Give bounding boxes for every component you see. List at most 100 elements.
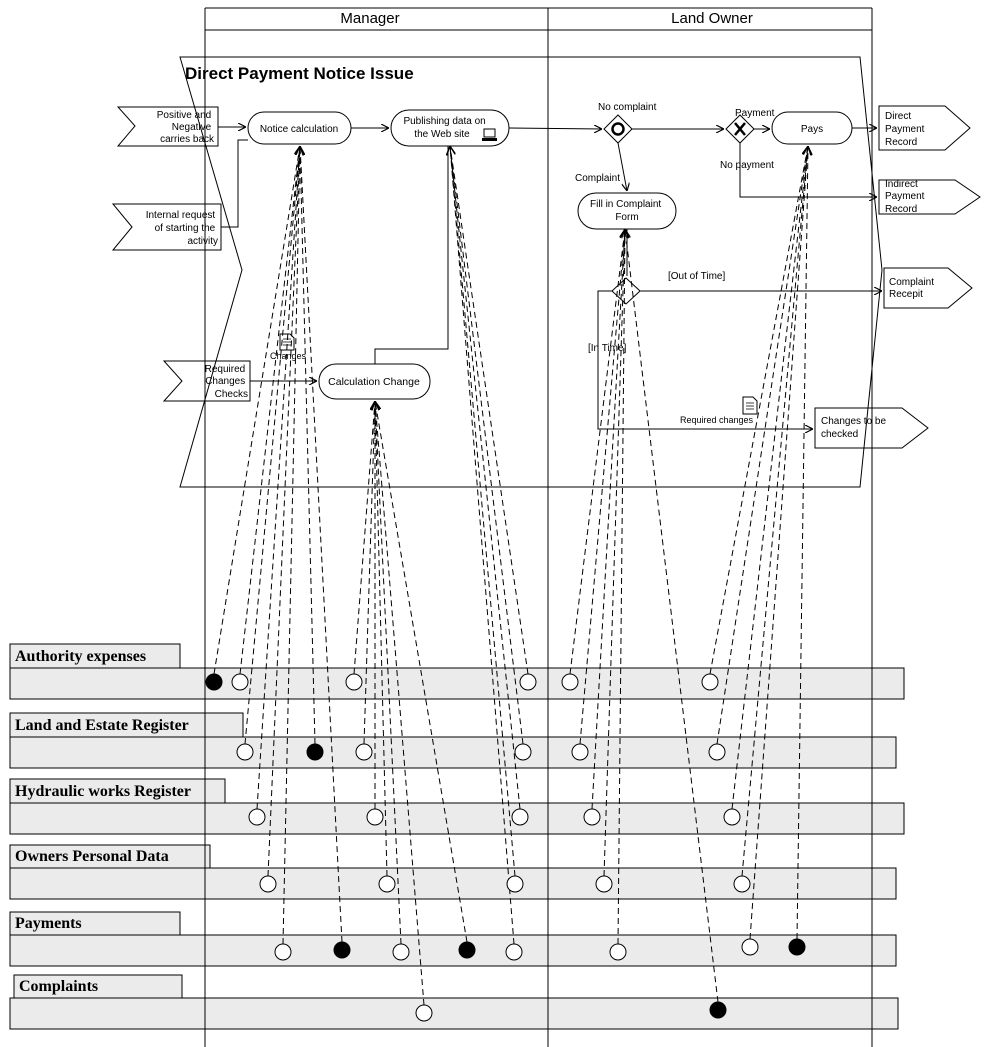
label-required-changes: Required changes [680,415,754,425]
output-complaint-receipt: Complaint Recepit [889,277,937,300]
event-open [248,808,266,826]
association-line [709,146,808,675]
event-open [741,938,759,956]
register-label-complaints: Complaints [19,978,98,995]
register-tab-land-estate [9,712,244,738]
event-open [595,875,613,893]
input-required-changes: Required Changes Checks [205,364,248,400]
association-line [282,146,300,945]
event-open [506,875,524,893]
association-line [741,146,808,877]
event-filled [306,743,324,761]
register-bar-authority-expenses [9,667,905,700]
association-line [267,146,300,877]
register-bar-hydraulic-works [9,802,905,835]
association-line [591,229,625,810]
association-line [239,146,300,675]
association-line [375,401,425,1006]
activity-calculation-change-label: Calculation Change [328,376,420,388]
association-line [796,146,808,940]
event-open [723,808,741,826]
event-open [274,943,292,961]
output-changes-to-be-checked: Changes to be checked [821,416,889,440]
computer-icon [483,128,496,138]
association-line [450,146,521,810]
association-line [363,401,375,745]
register-tab-complaints [13,974,183,999]
activities: Notice calculation Publishing data on th… [247,109,853,400]
association-line [450,146,515,945]
event-open [583,808,601,826]
swimlanes: Manager Land Owner [204,7,873,1047]
event-open [609,943,627,961]
gateway-exclusive-icon [734,122,746,136]
input-positive-negative: Positive and Negative carries back [157,110,215,145]
register-bars: Authority expenses Land and Estate Regis… [9,643,905,1030]
label-complaint: Complaint [575,173,620,184]
register-bar-complaints [9,997,899,1030]
process-title: Direct Payment Notice Issue [185,64,414,83]
event-open [231,673,249,691]
register-label-payments: Payments [15,915,82,932]
association-line [603,229,625,877]
event-filled [333,941,351,959]
event-open [345,673,363,691]
label-changes: Changes [270,351,307,361]
label-out-of-time: [Out of Time] [668,271,725,282]
association-line [450,146,516,877]
association-line [375,401,388,877]
association-line [579,229,625,745]
association-lines [213,146,808,1006]
association-line [244,146,300,745]
register-tab-hydraulic-works [9,778,226,804]
event-open [415,1004,433,1022]
association-line [256,146,300,810]
association-line [450,146,529,675]
association-line [450,146,524,745]
association-line [375,401,468,943]
register-tab-payments [9,911,181,936]
association-line [617,229,625,945]
register-label-authority-expenses: Authority expenses [15,648,146,665]
event-filled [458,941,476,959]
register-bar-payments [9,934,897,967]
association-line [375,401,402,945]
document-icon [742,396,758,415]
output-events: Direct Payment Record Indirect Payment R… [814,105,981,449]
register-label-owners-personal-data: Owners Personal Data [15,848,169,865]
output-direct-payment-record: Direct Payment Record [885,111,927,148]
sequence-flows [218,127,882,429]
activity-publishing-label: Publishing data on the Web site [403,116,488,140]
activity-notice-calculation-label: Notice calculation [260,124,338,135]
event-open [701,673,719,691]
association-line [569,229,625,675]
event-open [733,875,751,893]
association-line [300,146,316,745]
register-label-land-estate: Land and Estate Register [15,717,189,734]
association-line [300,146,343,943]
register-events [205,673,806,1022]
gateway-complaint [603,114,633,144]
label-no-complaint: No complaint [598,102,657,113]
event-open [514,743,532,761]
register-tab-owners-personal-data [9,844,211,869]
association-line [213,146,300,675]
event-open [511,808,529,826]
register-bar-land-estate [9,736,897,769]
flow-labels: No complaint Complaint Payment No paymen… [270,102,775,425]
event-open [571,743,589,761]
label-in-time: [In Time] [588,343,627,354]
register-bar-owners-personal-data [9,867,897,900]
event-open [355,743,373,761]
input-internal-request: Internal request of starting the activit… [146,210,218,247]
event-open [378,875,396,893]
event-open [561,673,579,691]
event-open [505,943,523,961]
event-open [259,875,277,893]
association-line [716,146,808,745]
event-filled [788,938,806,956]
event-filled [205,673,223,691]
event-open [519,673,537,691]
gateway-time [611,277,641,305]
